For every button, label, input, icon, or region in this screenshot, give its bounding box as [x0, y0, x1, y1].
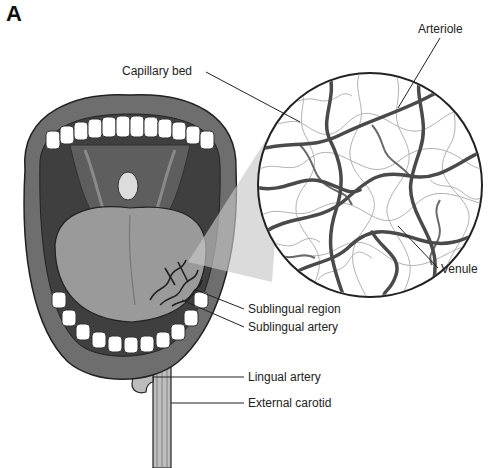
tooth	[52, 292, 66, 308]
arteriole	[260, 180, 360, 192]
tooth	[171, 324, 185, 340]
part-label: Arteriole	[418, 22, 463, 36]
tooth	[144, 117, 158, 137]
tooth	[184, 310, 198, 326]
arterioles-venules	[258, 75, 485, 300]
tooth	[60, 126, 74, 144]
leader-line	[206, 72, 300, 122]
venule	[372, 232, 397, 300]
tooth	[92, 332, 106, 348]
tooth	[62, 310, 76, 326]
part-label: External carotid	[248, 396, 331, 410]
arteriole	[411, 75, 436, 300]
part-label: Sublingual artery	[248, 320, 338, 334]
vessel	[280, 255, 315, 258]
tooth	[74, 122, 88, 140]
tooth	[186, 126, 200, 144]
tooth	[46, 131, 60, 149]
tooth	[124, 337, 138, 353]
tooth	[172, 122, 186, 140]
capillary	[442, 85, 469, 290]
capillary	[318, 252, 372, 280]
capillary	[430, 180, 488, 199]
tooth	[156, 332, 170, 348]
part-label: Lingual artery	[248, 370, 321, 384]
leader-line	[153, 377, 244, 378]
tooth	[140, 336, 154, 352]
leader-line	[196, 290, 244, 309]
tooth	[76, 324, 90, 340]
venule	[265, 150, 485, 232]
leader-line	[171, 403, 244, 404]
capillary	[268, 238, 320, 246]
venule	[285, 230, 485, 282]
capillaries	[258, 72, 490, 300]
vessel	[372, 125, 410, 176]
mouth-cavity	[40, 114, 220, 356]
part-label: Capillary bed	[122, 64, 192, 78]
tooth	[200, 131, 214, 149]
part-label: Venule	[441, 262, 478, 276]
tooth	[116, 116, 130, 137]
uvula	[118, 172, 138, 200]
magnifier-circle	[258, 73, 482, 297]
upper-teeth	[46, 116, 214, 149]
leader-line	[398, 226, 438, 268]
tooth	[102, 117, 116, 137]
leader-line	[398, 38, 440, 108]
tooth	[88, 119, 102, 138]
vessel	[160, 270, 198, 305]
tooth	[108, 336, 122, 352]
capillary-network	[258, 72, 490, 300]
capillary	[262, 110, 485, 134]
vessel	[165, 262, 196, 300]
leader-lines	[153, 38, 440, 403]
tongue	[55, 207, 206, 322]
capillary	[280, 94, 352, 103]
panel-letter: A	[6, 2, 22, 26]
small-vessels	[280, 125, 440, 265]
tooth	[130, 116, 144, 137]
leader-line	[182, 300, 244, 327]
part-label: Sublingual region	[248, 302, 341, 316]
tongue-groove	[129, 215, 135, 305]
vessel	[300, 145, 352, 205]
tooth	[158, 119, 172, 138]
